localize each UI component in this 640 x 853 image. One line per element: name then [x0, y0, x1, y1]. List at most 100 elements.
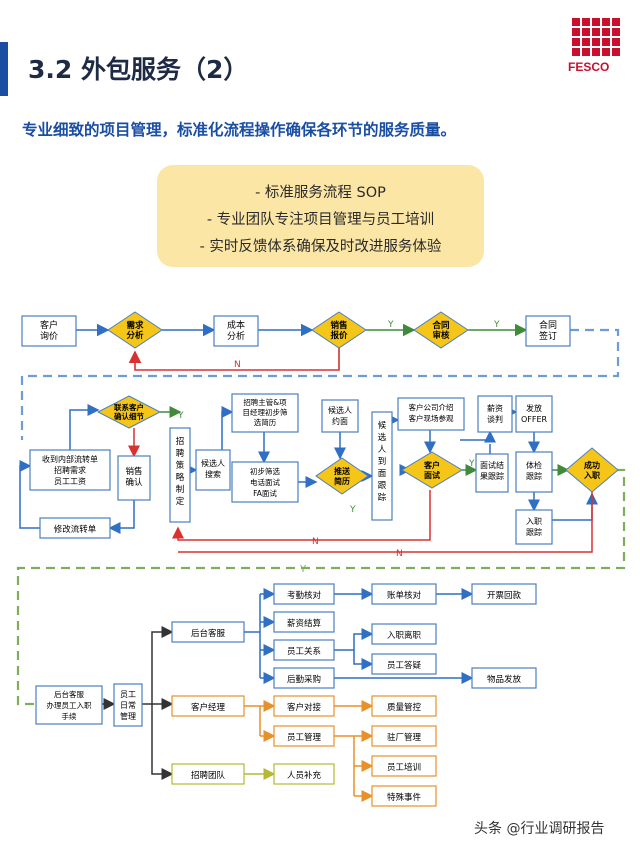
node-staff-training: 员工培训: [371, 755, 437, 777]
decision-client-interview: 客户面试: [401, 451, 463, 489]
node-supervisor-screen: 招聘主管&项目经理初步筛选简历: [231, 393, 299, 433]
svg-text:薪资结算: 薪资结算: [287, 618, 322, 629]
title-accent-bar: [0, 42, 8, 96]
svg-text:N: N: [312, 537, 319, 547]
svg-text:体检跟踪: 体检跟踪: [526, 460, 542, 481]
node-daily-mgmt: 员工日常管理: [113, 683, 143, 727]
svg-text:招聘策略制定: 招聘策略制定: [176, 436, 185, 507]
svg-text:客户公司介绍客户现场参观: 客户公司介绍客户现场参观: [409, 402, 454, 423]
svg-text:联系客户确认细节: 联系客户确认细节: [114, 402, 144, 421]
svg-text:候选人约面: 候选人约面: [328, 405, 352, 426]
node-recruit-team: 招聘团队: [171, 763, 245, 785]
svg-text:销售确认: 销售确认: [125, 466, 143, 488]
node-medical-check: 体检跟踪: [515, 451, 553, 493]
svg-text:账单核对: 账单核对: [387, 590, 422, 601]
node-logistics: 后勤采购: [273, 667, 335, 689]
node-contract-sign: 合同签订: [525, 315, 571, 347]
svg-text:推送简历: 推送简历: [334, 466, 351, 486]
node-entry-service: 后台客服办理员工入职手续: [35, 685, 103, 725]
logo-text: FESCO: [568, 60, 610, 74]
node-candidate-followup: 候选人到面跟踪: [371, 411, 393, 521]
svg-text:N: N: [234, 360, 241, 370]
svg-text:Y: Y: [177, 411, 184, 421]
svg-text:Y: Y: [299, 564, 307, 575]
svg-text:Y: Y: [468, 459, 475, 469]
svg-text:收到内部流转单招聘需求员工工资: 收到内部流转单招聘需求员工工资: [42, 454, 98, 486]
node-backend-service: 后台客服: [171, 621, 245, 643]
node-payroll: 薪资结算: [273, 611, 335, 633]
node-receive-transfer: 收到内部流转单招聘需求员工工资: [29, 449, 111, 491]
node-attendance: 考勤核对: [273, 583, 335, 605]
feature-box: - 标准服务流程 SOP - 专业团队专注项目管理与员工培训 - 实时反馈体系确…: [157, 165, 484, 267]
svg-text:合同审核: 合同审核: [431, 320, 450, 341]
svg-text:成功入职: 成功入职: [583, 460, 600, 480]
svg-text:合同签订: 合同签订: [539, 319, 557, 342]
svg-text:客户询价: 客户询价: [40, 319, 58, 342]
watermark: 头条 @行业调研报告: [474, 821, 605, 837]
node-candidate-appointment: 候选人约面: [321, 399, 359, 433]
svg-text:销售报价: 销售报价: [330, 320, 348, 341]
node-employee-relation: 员工关系: [273, 639, 335, 661]
svg-text:后勤采购: 后勤采购: [287, 674, 321, 685]
decision-success-onboard: 成功入职: [565, 447, 619, 493]
svg-text:招聘团队: 招聘团队: [191, 770, 226, 781]
svg-text:客户面试: 客户面试: [423, 460, 440, 480]
node-salary-talk: 薪资谈判: [477, 395, 513, 433]
svg-text:物品发放: 物品发放: [487, 674, 522, 685]
node-recruit-strategy: 招聘策略制定: [169, 427, 191, 523]
svg-text:N: N: [396, 549, 403, 559]
node-candidate-search: 候选人搜索: [195, 449, 231, 491]
svg-text:客户对接: 客户对接: [287, 702, 322, 713]
svg-text:入职跟踪: 入职跟踪: [526, 517, 542, 537]
svg-text:Y: Y: [387, 320, 394, 330]
svg-text:考勤核对: 考勤核对: [287, 590, 322, 601]
node-employee-dispute: 员工答疑: [371, 653, 437, 675]
svg-text:后台客服办理员工入职手续: 后台客服办理员工入职手续: [47, 689, 92, 721]
svg-text:后台客服: 后台客服: [191, 628, 226, 639]
node-account-manager: 客户经理: [171, 695, 245, 717]
node-quality-control: 质量管控: [371, 695, 437, 717]
node-modify-transfer: 修改流转单: [39, 517, 111, 539]
decision-sales-quote: 销售报价: [311, 311, 367, 349]
node-goods-dist: 物品发放: [471, 667, 537, 689]
svg-text:需求分析: 需求分析: [126, 320, 144, 341]
svg-text:特殊事件: 特殊事件: [387, 792, 422, 803]
svg-text:员工关系: 员工关系: [287, 646, 321, 657]
svg-text:薪资谈判: 薪资谈判: [487, 403, 503, 424]
fesco-logo: FESCO: [568, 18, 624, 88]
decision-contact-client: 联系客户确认细节: [96, 395, 162, 429]
page-title: 3.2 外包服务（2）: [28, 55, 249, 84]
node-special-events: 特殊事件: [371, 785, 437, 807]
svg-text:修改流转单: 修改流转单: [54, 524, 97, 535]
feature-item: - 实时反馈体系确保及时改进服务体验: [199, 239, 442, 255]
svg-text:开票回款: 开票回款: [487, 590, 522, 601]
node-onboard-track: 入职跟踪: [515, 509, 553, 545]
svg-text:招聘主管&项目经理初步筛选简历: 招聘主管&项目经理初步筛选简历: [243, 397, 288, 427]
svg-text:候选人搜索: 候选人搜索: [201, 458, 225, 479]
logo-dot-grid: [572, 18, 624, 56]
svg-text:客户经理: 客户经理: [191, 702, 226, 713]
node-sales-confirm: 销售确认: [117, 455, 151, 501]
node-company-intro: 客户公司介绍客户现场参观: [397, 397, 465, 431]
feature-item: - 标准服务流程 SOP: [255, 185, 386, 201]
svg-text:人员补充: 人员补充: [287, 770, 322, 781]
node-staff-mgmt: 员工管理: [273, 725, 335, 747]
node-onboard-offboard: 入职离职: [371, 623, 437, 645]
svg-text:成本分析: 成本分析: [227, 319, 245, 342]
decision-send-resume: 推送简历: [315, 457, 369, 495]
svg-text:候选人到面跟踪: 候选人到面跟踪: [378, 421, 387, 503]
node-bill-check: 账单核对: [371, 583, 437, 605]
decision-demand-analysis: 需求分析: [107, 311, 163, 349]
svg-text:面试结果跟踪: 面试结果跟踪: [480, 460, 504, 481]
node-client-dock: 客户对接: [273, 695, 335, 717]
svg-text:Y: Y: [349, 505, 356, 515]
node-invoice: 开票回款: [471, 583, 537, 605]
decision-contract-review: 合同审核: [413, 311, 469, 349]
svg-text:质量管控: 质量管控: [387, 702, 422, 713]
svg-text:Y: Y: [493, 320, 500, 330]
